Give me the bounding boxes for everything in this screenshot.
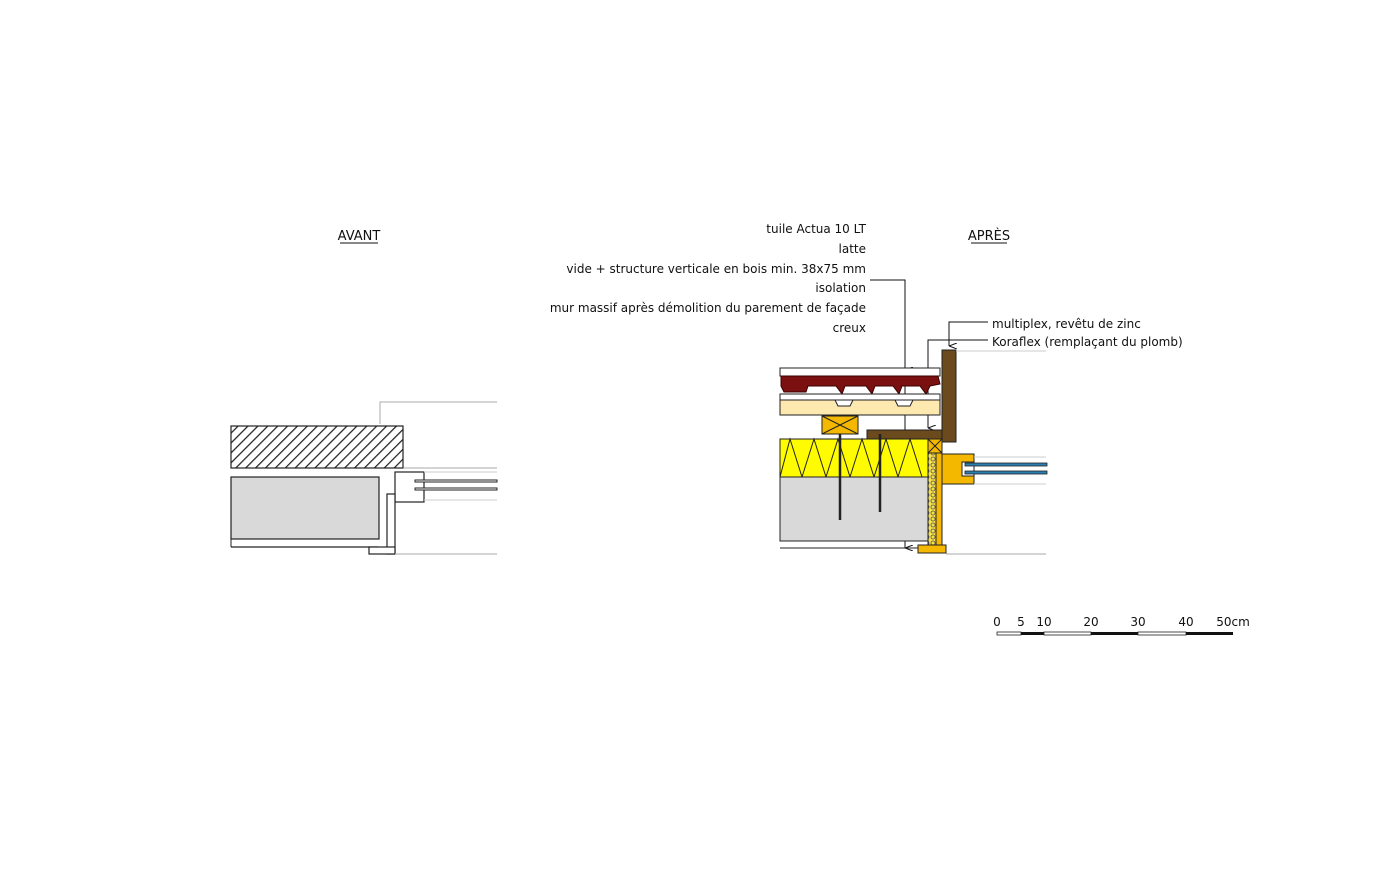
after-section: APRÈS tuile Actua 10 LT latte vide + str… bbox=[550, 222, 1183, 555]
battens bbox=[779, 399, 941, 416]
after-title: APRÈS bbox=[968, 228, 1010, 244]
roof-tiles bbox=[780, 375, 941, 396]
before-section: AVANT bbox=[230, 229, 498, 555]
label-insulation: isolation bbox=[815, 281, 866, 295]
label-batten: latte bbox=[839, 242, 866, 256]
scale-tick: 40 bbox=[1178, 615, 1193, 629]
multiplex-zinc-upstand bbox=[941, 349, 957, 443]
scale-tick: 30 bbox=[1130, 615, 1145, 629]
glass-pane bbox=[964, 462, 1048, 467]
label-cavity-structure: vide + structure verticale en bois min. … bbox=[566, 262, 866, 276]
scale-tick: 5 bbox=[1017, 615, 1025, 629]
scale-tick: 50cm bbox=[1216, 615, 1250, 629]
layer-labels: tuile Actua 10 LT latte vide + structure… bbox=[550, 222, 867, 335]
koraflex-foam bbox=[927, 452, 937, 546]
label-multiplex: multiplex, revêtu de zinc bbox=[992, 317, 1141, 331]
scale-bar: 0 5 10 20 30 40 50cm bbox=[993, 615, 1250, 636]
brick-outer-leaf bbox=[230, 425, 404, 469]
scale-tick: 0 bbox=[993, 615, 1001, 629]
before-title: AVANT bbox=[338, 229, 381, 244]
masonry-wall bbox=[779, 476, 929, 542]
label-tile: tuile Actua 10 LT bbox=[766, 222, 866, 236]
label-solid-wall: mur massif après démolition du parement … bbox=[550, 301, 866, 315]
insulation bbox=[779, 438, 929, 478]
reference-line bbox=[379, 401, 497, 424]
window-frame bbox=[394, 471, 425, 503]
scale-tick: 20 bbox=[1083, 615, 1098, 629]
label-koraflex: Koraflex (remplaçant du plomb) bbox=[992, 335, 1183, 349]
masonry-wall bbox=[230, 476, 380, 540]
multiplex-horizontal bbox=[866, 429, 946, 440]
label-cavity: creux bbox=[833, 321, 866, 335]
scale-tick: 10 bbox=[1036, 615, 1051, 629]
